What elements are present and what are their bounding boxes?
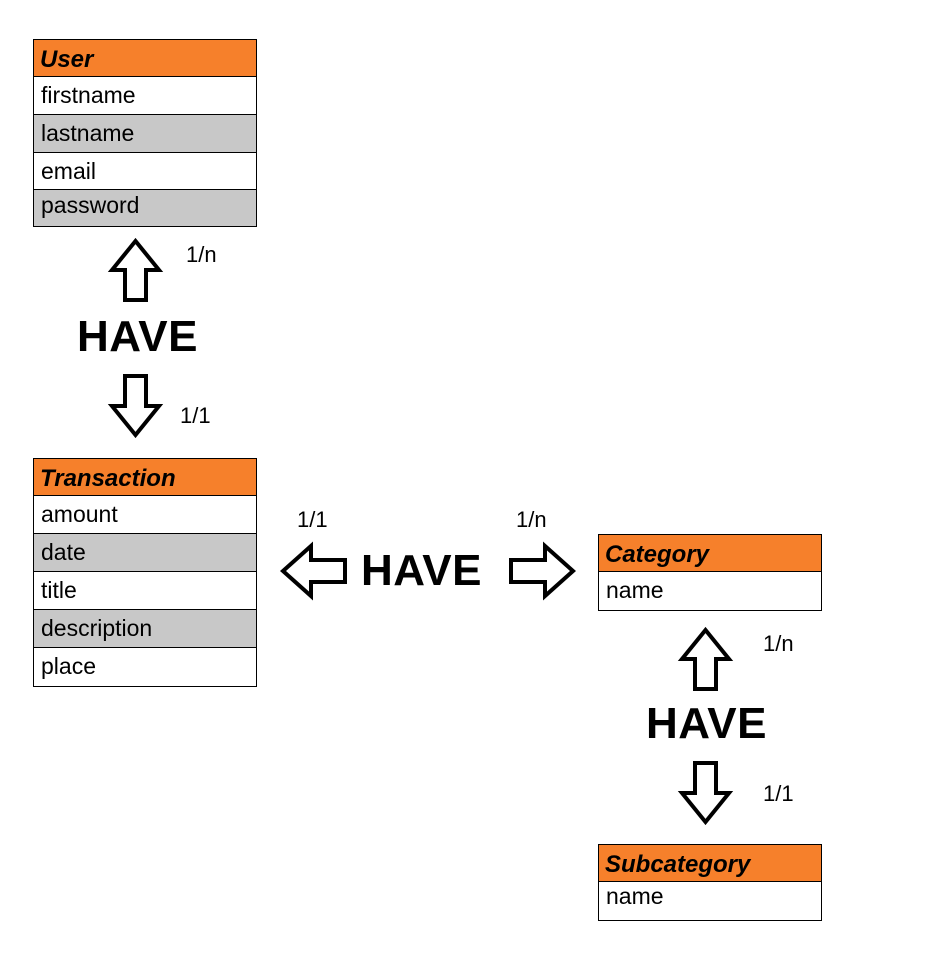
field-subcategory-name: name [599, 882, 821, 920]
field-firstname: firstname [34, 77, 256, 115]
cardinality-category-subcategory-top: 1/n [763, 631, 794, 656]
entity-category: Category name [598, 534, 822, 611]
field-password: password [34, 190, 256, 226]
field-email: email [34, 153, 256, 190]
relation-label-category-subcategory: HAVE [646, 699, 767, 748]
cardinality-transaction-category-left: 1/1 [297, 507, 328, 532]
entity-category-title: Category [599, 535, 821, 572]
up-arrow-icon [677, 626, 734, 691]
cardinality-category-subcategory-bottom: 1/1 [763, 781, 794, 806]
relation-label-transaction-category: HAVE [361, 546, 482, 595]
relation-label-user-transaction: HAVE [77, 312, 198, 361]
entity-transaction-title: Transaction [34, 459, 256, 496]
left-arrow-icon [279, 541, 347, 601]
entity-user-title: User [34, 40, 256, 77]
field-place: place [34, 648, 256, 686]
entity-user: User firstname lastname email password [33, 39, 257, 227]
entity-subcategory: Subcategory name [598, 844, 822, 921]
down-arrow-icon [677, 761, 734, 826]
field-lastname: lastname [34, 115, 256, 153]
field-title: title [34, 572, 256, 610]
entity-transaction: Transaction amount date title descriptio… [33, 458, 257, 687]
cardinality-user-transaction-bottom: 1/1 [180, 403, 211, 428]
field-date: date [34, 534, 256, 572]
field-amount: amount [34, 496, 256, 534]
entity-subcategory-title: Subcategory [599, 845, 821, 882]
up-arrow-icon [107, 237, 164, 302]
cardinality-transaction-category-right: 1/n [516, 507, 547, 532]
field-description: description [34, 610, 256, 648]
cardinality-user-transaction-top: 1/n [186, 242, 217, 267]
right-arrow-icon [509, 541, 577, 601]
down-arrow-icon [107, 374, 164, 439]
field-category-name: name [599, 572, 821, 610]
